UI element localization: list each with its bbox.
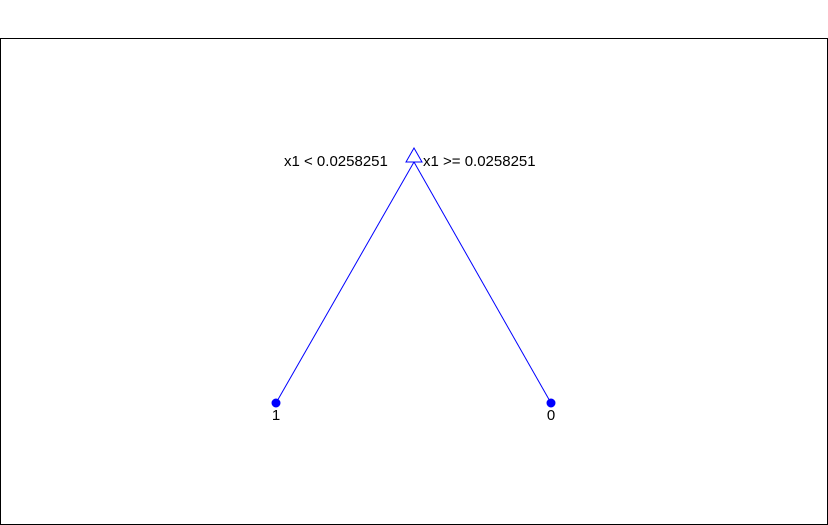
left-branch xyxy=(275,161,415,404)
leaf-node-marker-left xyxy=(271,398,281,408)
left-split-condition: x1 < 0.0258251 xyxy=(284,153,388,170)
plot-frame xyxy=(0,38,828,525)
right-split-condition: x1 >= 0.0258251 xyxy=(423,153,536,170)
leaf-label-right: 0 xyxy=(547,407,555,424)
split-node-marker xyxy=(405,146,423,163)
leaf-label-left: 1 xyxy=(272,407,280,424)
leaf-node-marker-right xyxy=(546,398,556,408)
right-branch xyxy=(413,161,552,404)
